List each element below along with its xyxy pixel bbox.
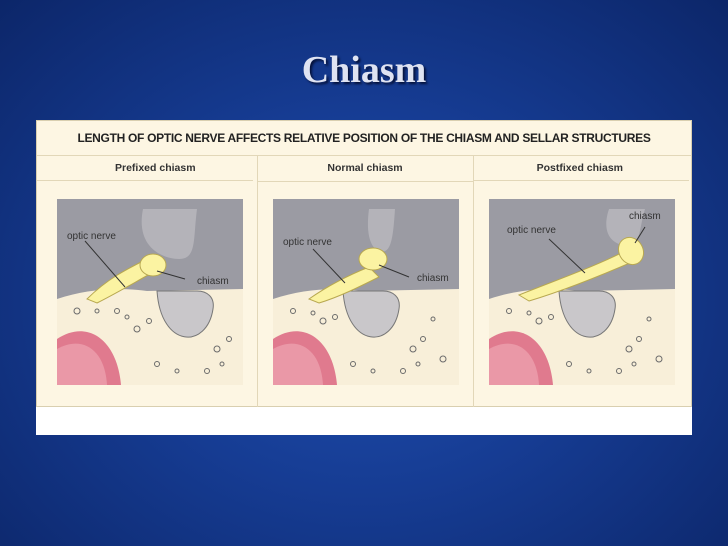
figure-header: LENGTH OF OPTIC NERVE AFFECTS RELATIVE P… (37, 121, 691, 156)
postfixed-chiasm-illustration: optic nerve chiasm (489, 199, 675, 385)
slide-title: Chiasm (301, 49, 427, 91)
chiasm-label: chiasm (417, 273, 449, 284)
figure-bottom-strip (36, 407, 692, 435)
column-label-prefixed: Prefixed chiasm (37, 155, 253, 181)
optic-nerve-label: optic nerve (507, 225, 556, 236)
optic-nerve-label: optic nerve (283, 237, 332, 248)
column-label-postfixed: Postfixed chiasm (473, 155, 689, 181)
column-label-normal: Normal chiasm (257, 155, 473, 182)
anatomy-figure: LENGTH OF OPTIC NERVE AFFECTS RELATIVE P… (36, 120, 692, 408)
chiasm-label: chiasm (197, 276, 229, 287)
prefixed-chiasm-illustration: optic nerve chiasm (57, 199, 243, 385)
normal-chiasm-illustration: optic nerve chiasm (273, 199, 459, 385)
chiasm-label: chiasm (629, 211, 661, 222)
optic-nerve-label: optic nerve (67, 231, 116, 242)
column-divider (473, 155, 474, 408)
column-divider (257, 155, 258, 408)
